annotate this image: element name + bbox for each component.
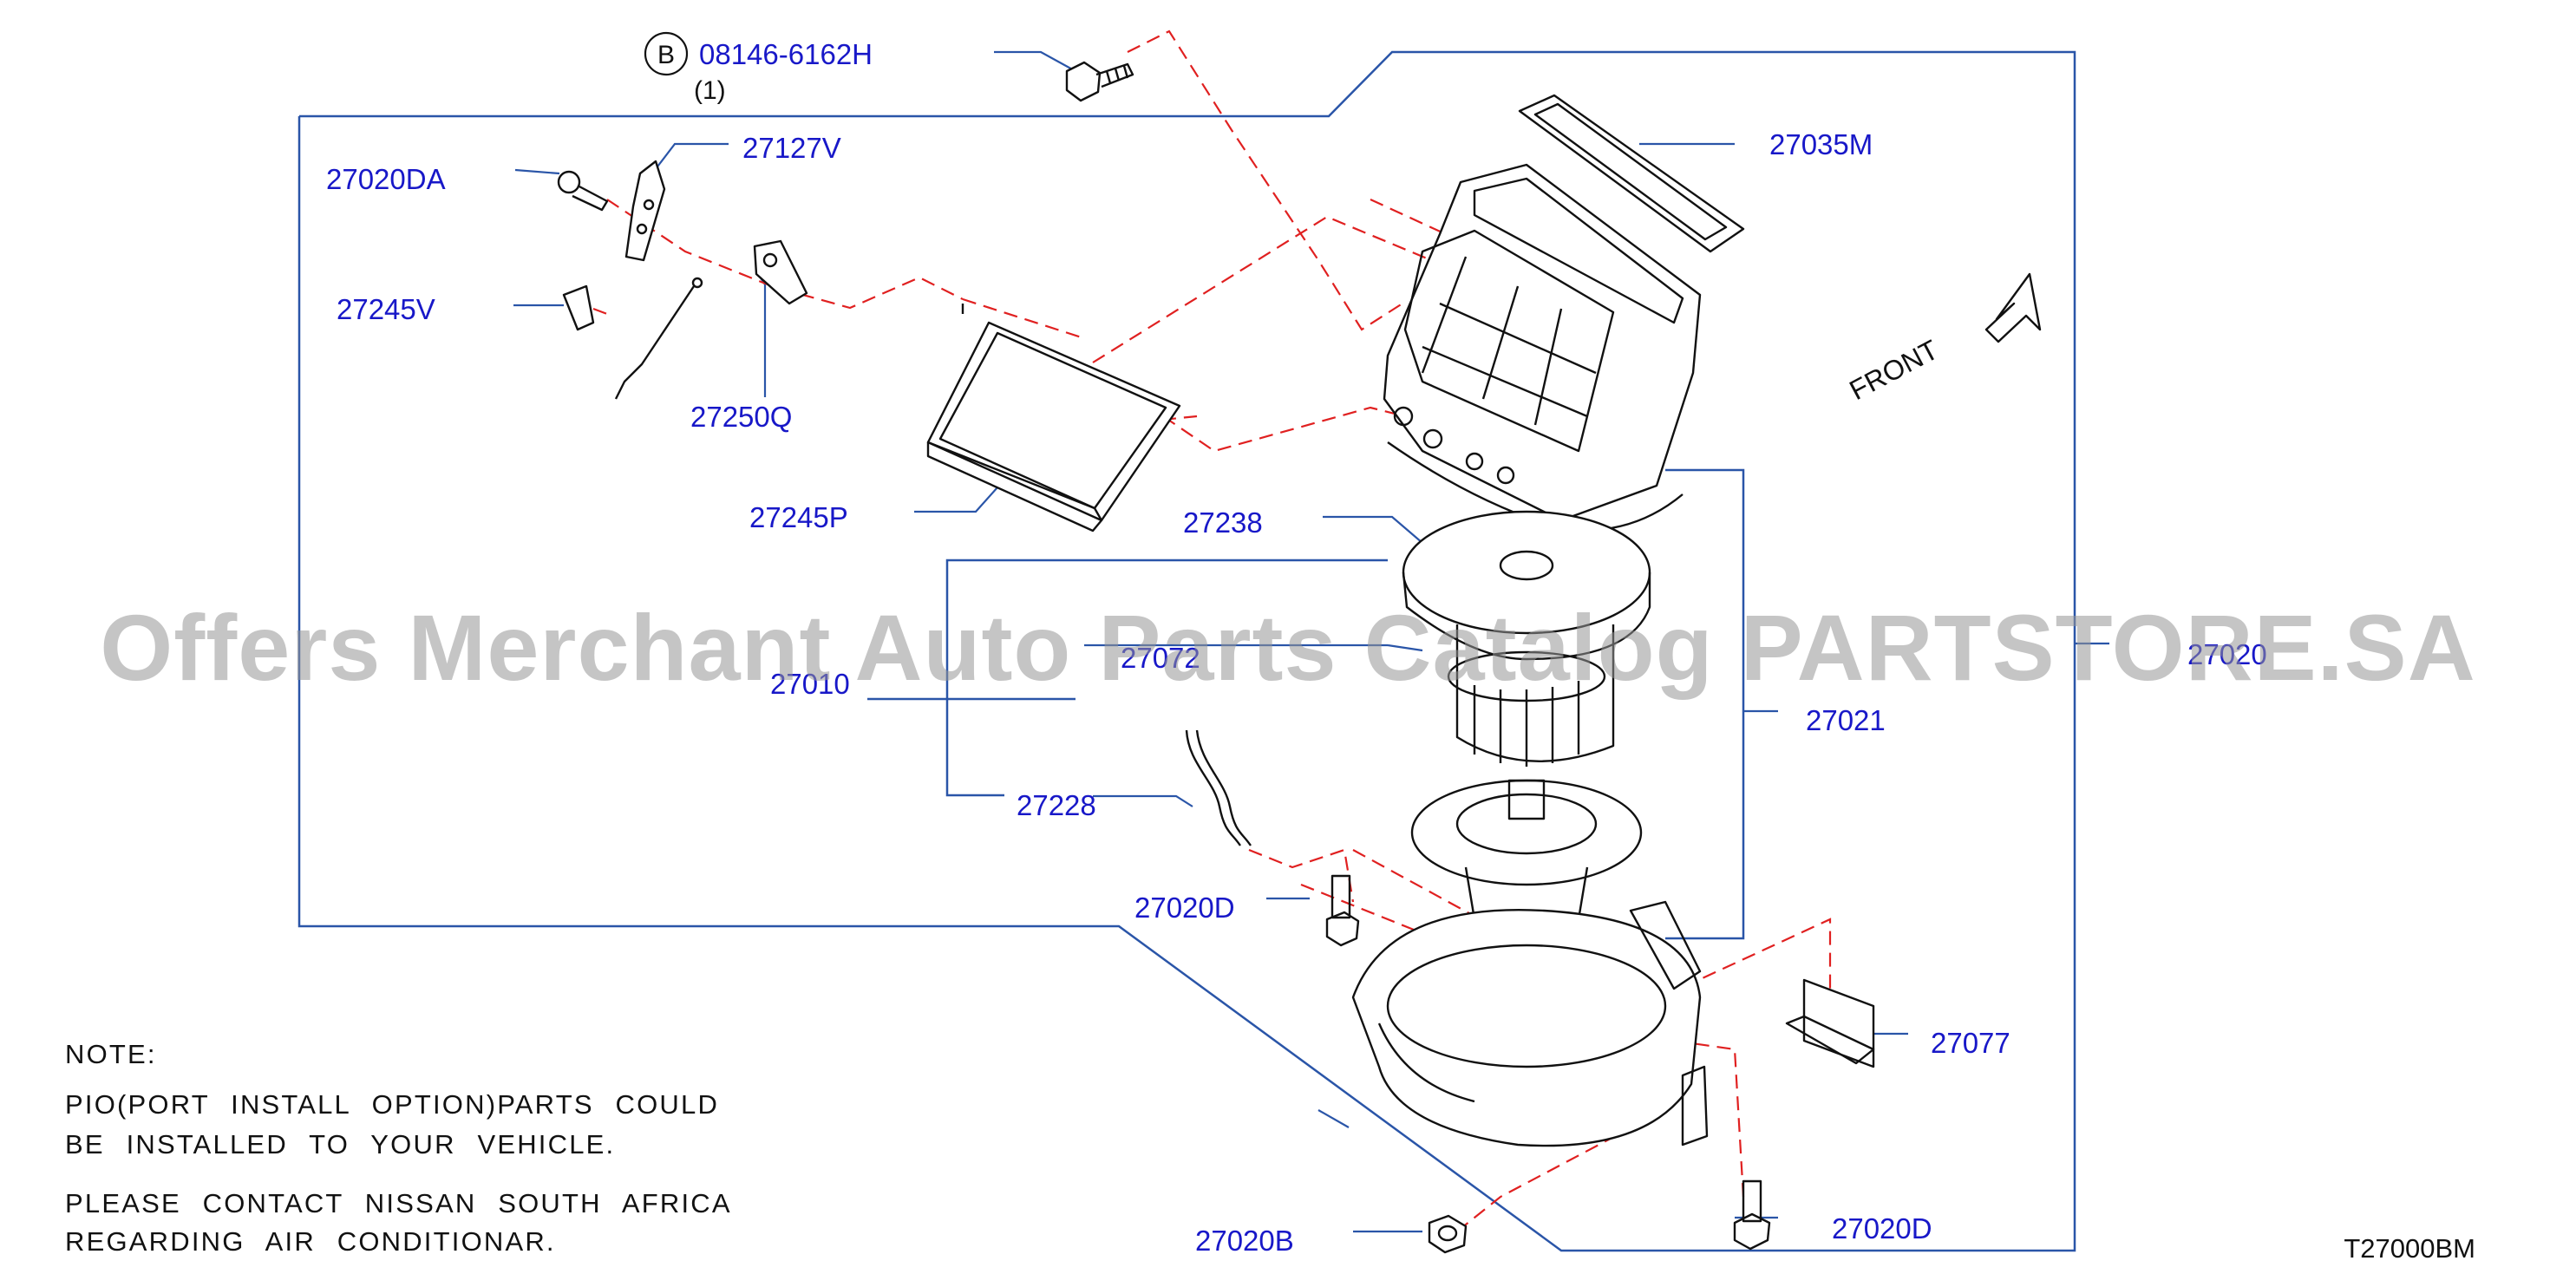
label-08146-6162H[interactable]: 08146-6162H bbox=[699, 38, 873, 70]
bracket-27127V bbox=[624, 160, 666, 262]
label-27072[interactable]: 27072 bbox=[1121, 642, 1200, 674]
assembly-boundary bbox=[297, 50, 2076, 1252]
label-27020D-mid[interactable]: 27020D bbox=[1134, 892, 1235, 924]
intake-housing bbox=[1383, 163, 1702, 532]
note-line-4: REGARDING AIR CONDITIONAR. bbox=[65, 1226, 556, 1257]
label-27010[interactable]: 27010 bbox=[770, 668, 850, 700]
label-27020[interactable]: 27020 bbox=[2187, 638, 2267, 670]
label-27238[interactable]: 27238 bbox=[1183, 506, 1263, 539]
fan-27238 bbox=[1402, 510, 1651, 767]
leader-lines bbox=[513, 50, 2109, 1233]
label-08146-qty: (1) bbox=[694, 76, 726, 105]
label-27020B[interactable]: 27020B bbox=[1195, 1225, 1294, 1257]
label-27245V[interactable]: 27245V bbox=[337, 293, 435, 325]
label-27245P[interactable]: 27245P bbox=[749, 501, 848, 533]
clip-27250Q bbox=[753, 239, 808, 305]
screw-27020DA bbox=[557, 170, 609, 212]
bolt-27020D-mid bbox=[1325, 874, 1360, 947]
part-27077 bbox=[1785, 978, 1875, 1068]
label-27020DA[interactable]: 27020DA bbox=[326, 163, 446, 195]
label-27250Q[interactable]: 27250Q bbox=[690, 401, 792, 433]
callout-letter-b: B bbox=[657, 41, 675, 69]
label-27020D-low[interactable]: 27020D bbox=[1832, 1212, 1932, 1245]
nut-27020B bbox=[1428, 1214, 1468, 1254]
diagram-code: T27000BM bbox=[2344, 1233, 2475, 1264]
filter-27245P bbox=[926, 304, 1181, 532]
watermark: Offers Merchant Auto Parts Catalog PARTS… bbox=[100, 595, 2476, 700]
note-line-3: PLEASE CONTACT NISSAN SOUTH AFRICA bbox=[65, 1188, 732, 1218]
label-27127V[interactable]: 27127V bbox=[742, 132, 841, 164]
label-27021[interactable]: 27021 bbox=[1806, 704, 1886, 736]
label-27228[interactable]: 27228 bbox=[1017, 789, 1096, 821]
callout-circle-b bbox=[644, 31, 689, 76]
label-27035M[interactable]: 27035M bbox=[1769, 128, 1873, 160]
bolt-27020D-low bbox=[1733, 1179, 1771, 1251]
label-27077[interactable]: 27077 bbox=[1931, 1027, 2010, 1059]
front-label: FRONT bbox=[1844, 334, 1943, 407]
bolt-08146 bbox=[1065, 61, 1134, 102]
gasket-27035M bbox=[1518, 94, 1745, 253]
front-arrow bbox=[1984, 272, 2042, 343]
harness-27228 bbox=[1185, 729, 1252, 846]
note-line-2: BE INSTALLED TO YOUR VEHICLE. bbox=[65, 1129, 616, 1160]
note-title: NOTE: bbox=[65, 1039, 157, 1069]
note-line-1: PIO(PORT INSTALL OPTION)PARTS COULD bbox=[65, 1089, 720, 1120]
component-drawings bbox=[557, 61, 2042, 1254]
rod-27245V bbox=[562, 277, 703, 400]
lower-case bbox=[1351, 900, 1709, 1147]
